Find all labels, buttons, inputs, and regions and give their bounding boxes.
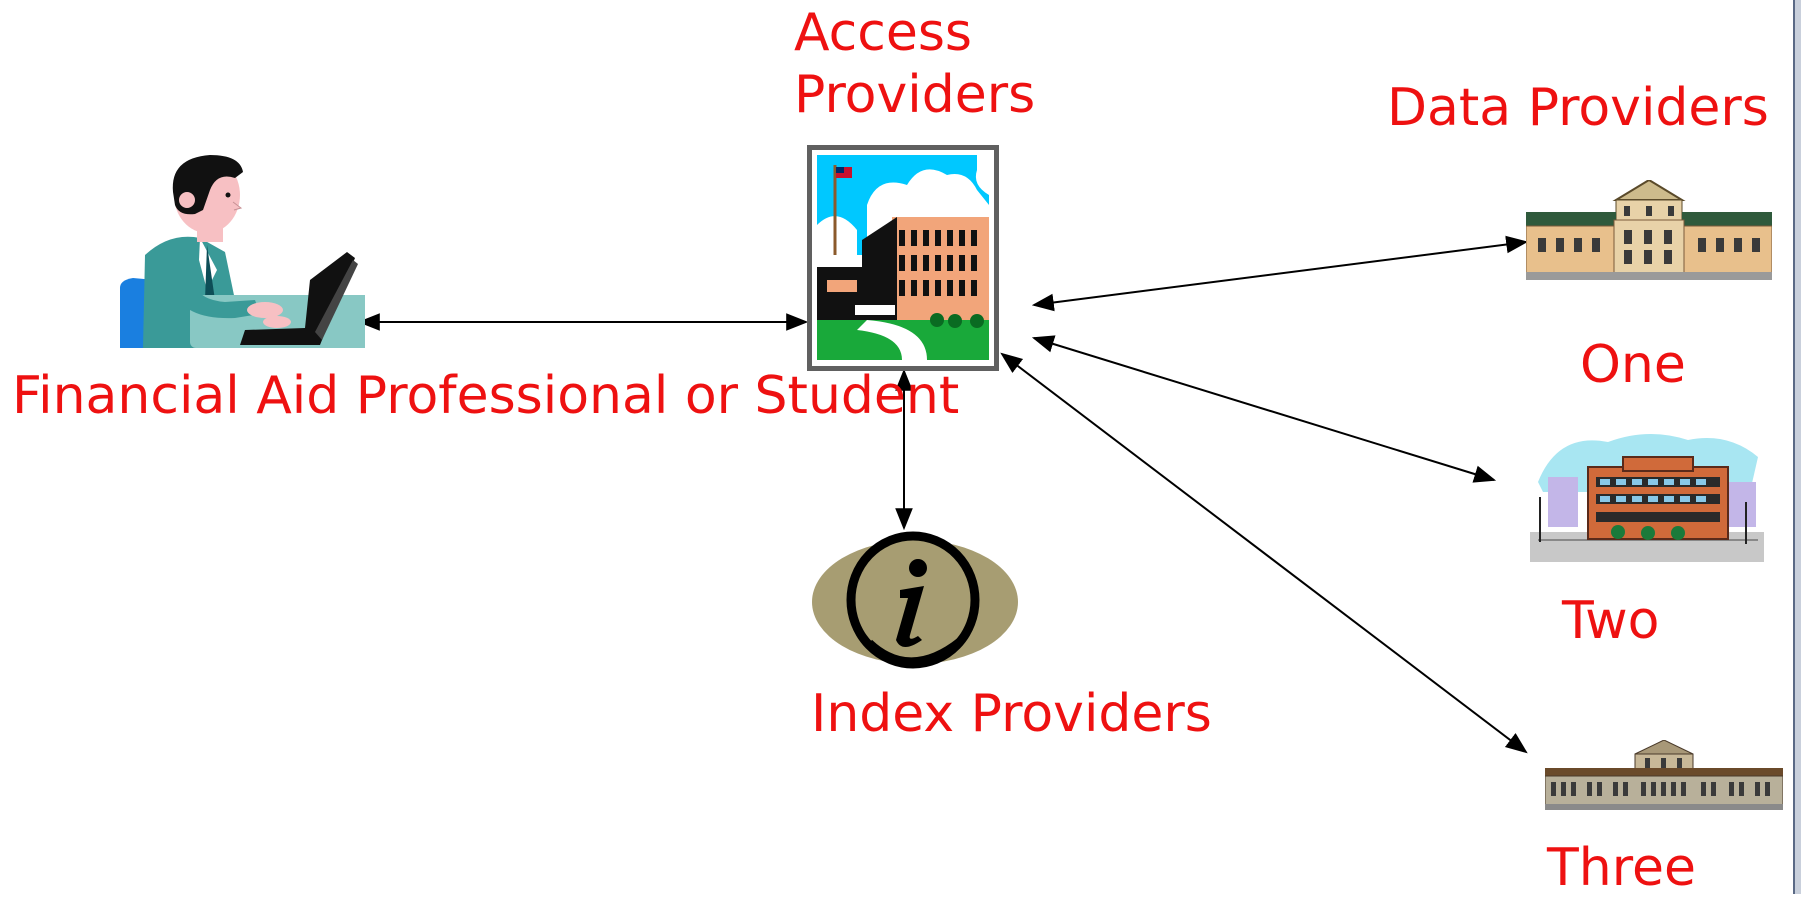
data-provider-one-label: One <box>1580 335 1686 395</box>
school-building-icon <box>807 145 999 371</box>
index-providers-label: Index Providers <box>811 684 1212 744</box>
data-provider-three-label: Three <box>1547 838 1696 898</box>
person-at-laptop-icon <box>115 150 478 355</box>
edge-access-data-two <box>1031 335 1497 483</box>
data-providers-label: Data Providers <box>1387 78 1769 138</box>
info-icon <box>810 530 1020 675</box>
courthouse-icon <box>1544 739 1784 812</box>
data-provider-two-label: Two <box>1562 591 1660 651</box>
window-edge <box>1793 0 1801 894</box>
user-label: Financial Aid Professional or Student <box>12 366 960 426</box>
government-building-icon <box>1525 178 1773 282</box>
office-building-icon <box>1528 432 1764 567</box>
edge-access-data-one <box>1031 235 1529 312</box>
access-providers-label: Access Providers <box>794 3 1036 125</box>
edge-access-data-three <box>1000 352 1528 754</box>
